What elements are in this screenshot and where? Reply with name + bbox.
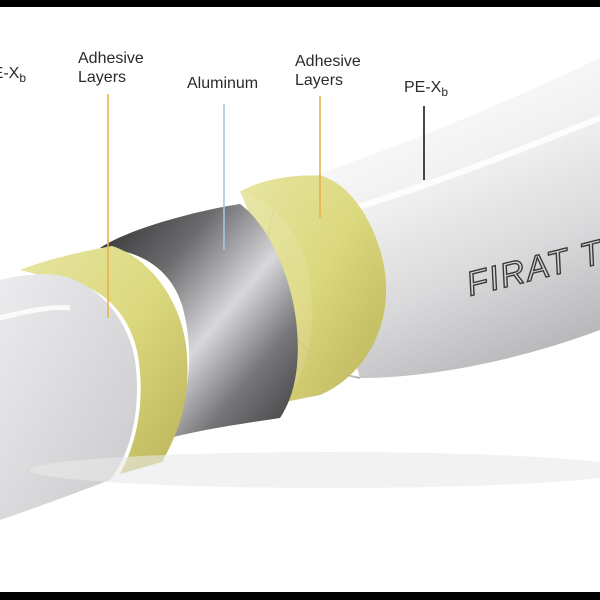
outer-pe-highlight <box>329 115 600 218</box>
adhesive-label-1-line1: Adhesive <box>78 50 144 67</box>
adhesive-layer-1 <box>20 246 188 474</box>
pipe-shadow <box>30 452 600 488</box>
adhesive-label-2: Adhesive Layers <box>295 52 361 90</box>
adhesive-label-2-line1: Adhesive <box>295 53 361 70</box>
adhesive-label-1-line2: Layers <box>78 69 127 86</box>
adhesive-label-2-line2: Layers <box>295 72 344 89</box>
pe-xb-label-right-sub: b <box>441 85 449 99</box>
pe-xb-label-left-sub: b <box>19 71 27 85</box>
adhesive-label-1: Adhesive Layers <box>78 49 144 87</box>
pe-xb-label-right-main: PE-X <box>404 79 442 96</box>
pe-xb-label-right: PE-Xb <box>404 78 449 99</box>
pe-xb-label-left-main: PE-X <box>0 65 20 82</box>
pe-xb-label-left: PE-Xb <box>0 64 27 85</box>
aluminum-layer <box>100 204 298 438</box>
inner-pe-highlight <box>0 305 71 321</box>
aluminum-label: Aluminum <box>187 75 259 92</box>
